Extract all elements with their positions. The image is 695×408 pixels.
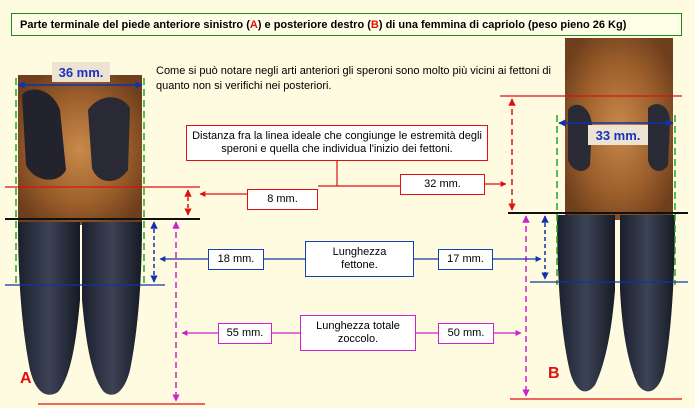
front-foot-letter: A: [20, 370, 32, 387]
explanatory-note: Come si può notare negli arti anteriori …: [156, 65, 551, 92]
connector-lines: [159, 160, 542, 336]
front-foot-image: [18, 75, 142, 395]
rear-width-label: 33 mm.: [588, 125, 648, 145]
page-title: Parte terminale del piede anteriore sini…: [11, 13, 682, 36]
hoof-length-label: Lunghezza totale zoccolo.: [300, 315, 416, 351]
rear-frog-value: 17 mm.: [438, 249, 493, 270]
front-distance-value: 8 mm.: [247, 189, 318, 210]
reference-lines: [5, 95, 688, 405]
title-letter-a: A: [249, 18, 258, 31]
front-hoof-value: 55 mm.: [218, 323, 272, 344]
title-part3: ) di una femmina di capriolo (peso pieno…: [378, 18, 627, 31]
rear-distance-value: 32 mm.: [400, 174, 485, 195]
width-guides: [15, 78, 676, 285]
measure-arrows: [150, 98, 549, 402]
front-frog-value: 18 mm.: [208, 249, 264, 270]
title-part1: Parte terminale del piede anteriore sini…: [20, 18, 250, 31]
title-letter-b: B: [370, 18, 379, 31]
front-width-label: 36 mm.: [52, 62, 110, 82]
title-part2: ) e posteriore destro (: [257, 18, 371, 31]
rear-foot-letter: B: [548, 365, 560, 382]
rear-hoof-value: 50 mm.: [438, 323, 494, 344]
distance-description: Distanza fra la linea ideale che congiun…: [186, 125, 488, 161]
frog-length-label: Lunghezza fettone.: [305, 241, 414, 277]
rear-foot-image: [557, 38, 675, 392]
